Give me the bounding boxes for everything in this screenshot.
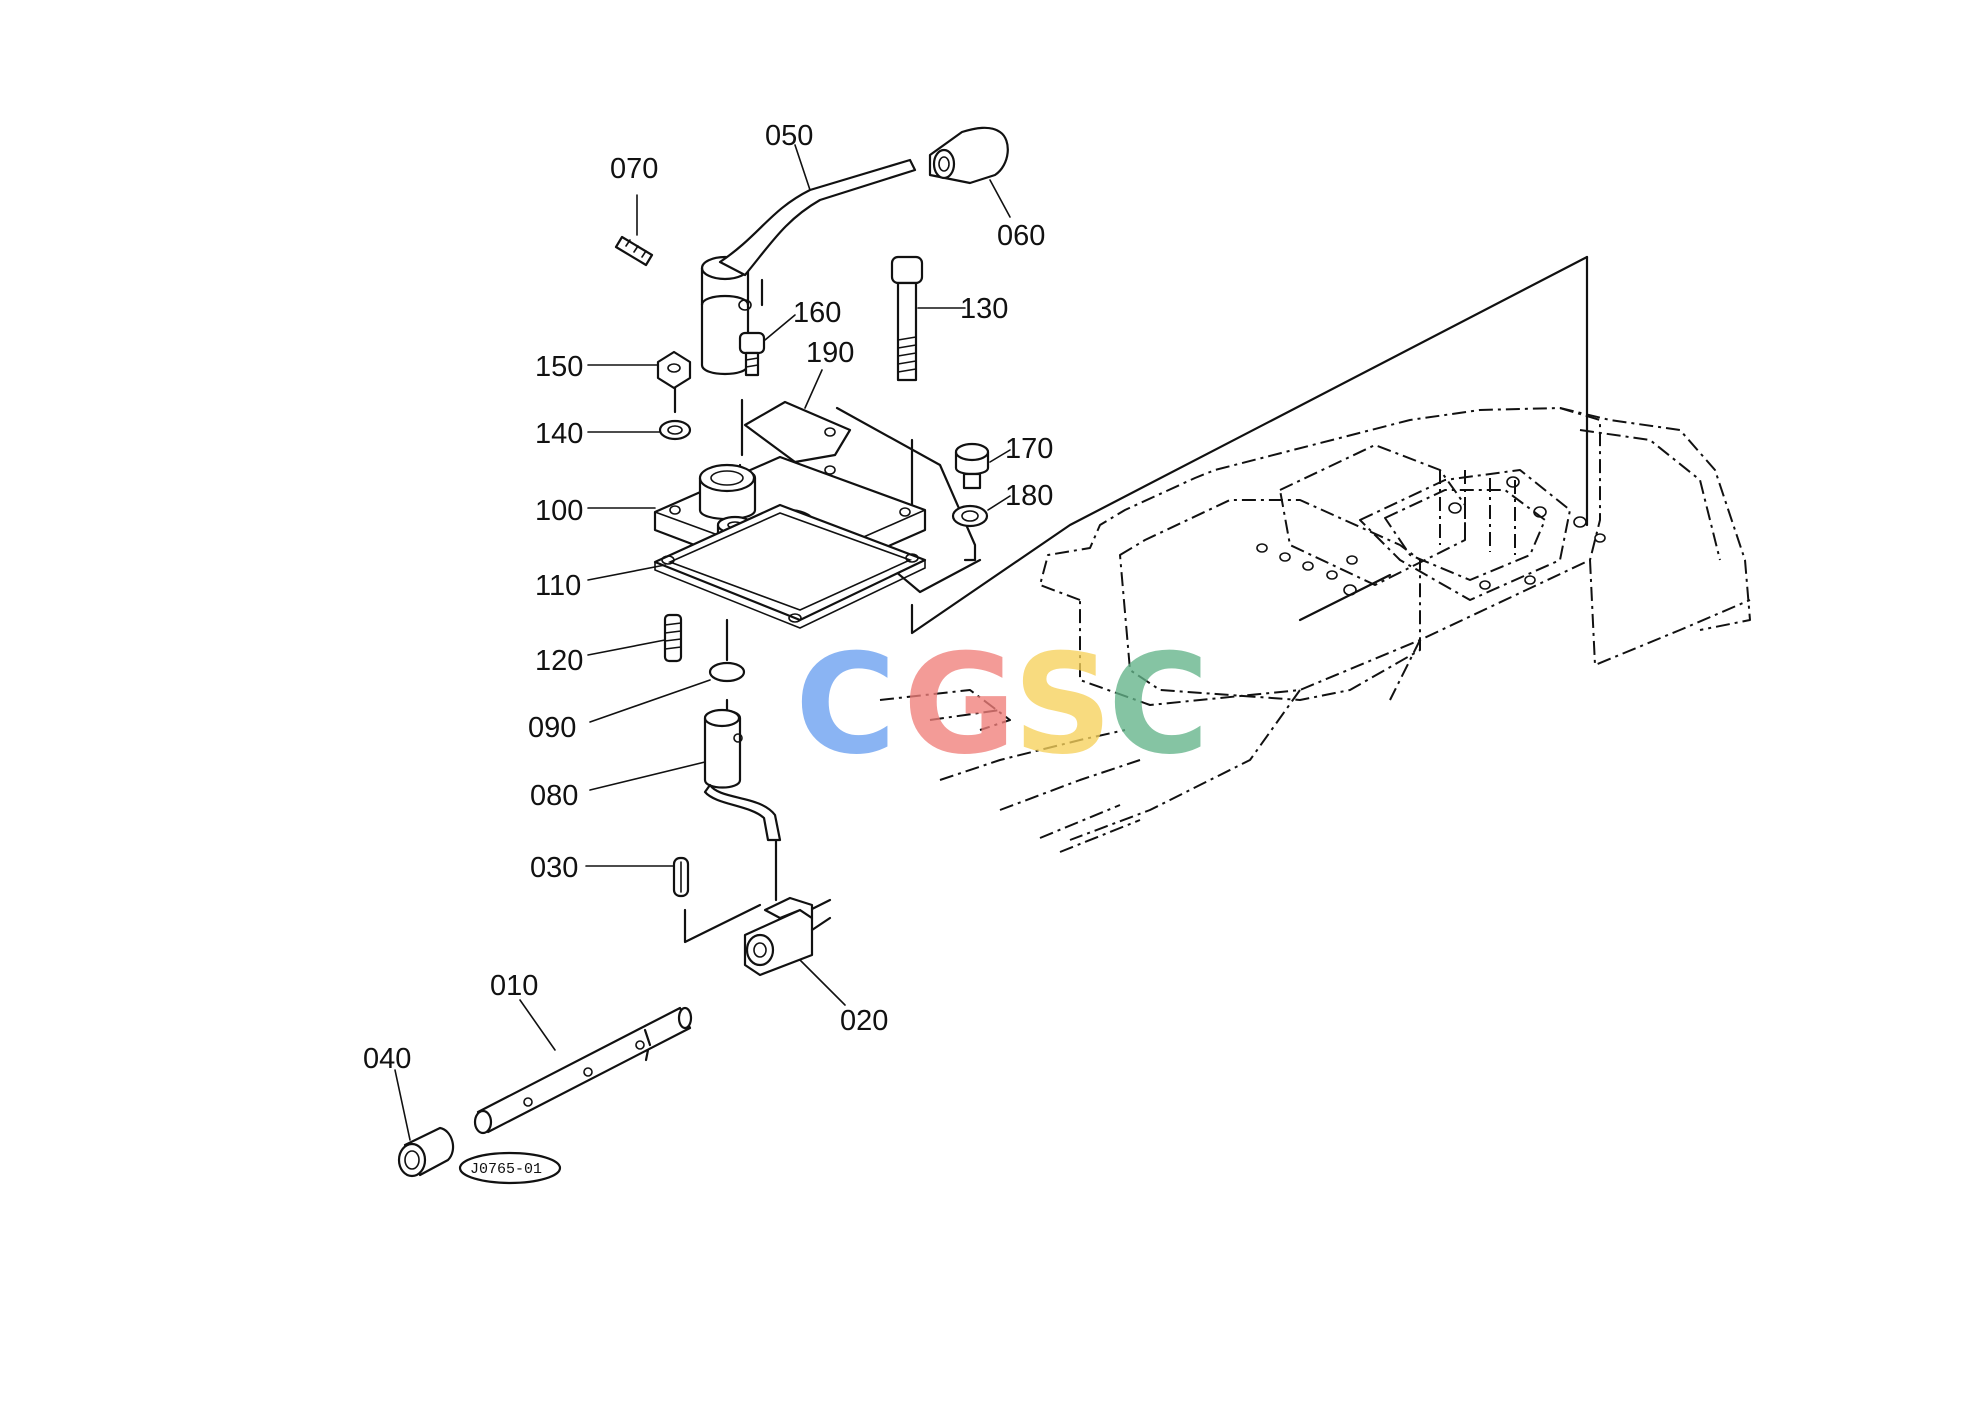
callout-060: 060 (997, 220, 1045, 252)
watermark-letter-3: S (1013, 624, 1112, 785)
callout-leaders (394, 144, 1011, 1141)
callout-050: 050 (765, 120, 813, 152)
part-020-shift-fork (743, 896, 832, 977)
part-060-lever-knob (928, 126, 1009, 185)
watermark: C G S C (795, 624, 1209, 785)
callout-020: 020 (840, 1005, 888, 1037)
callout-100: 100 (535, 495, 583, 527)
callout-190: 190 (806, 337, 854, 369)
callout-010: 010 (490, 970, 538, 1002)
callout-110: 110 (535, 570, 581, 602)
part-080-shift-arm (703, 708, 782, 842)
callout-090: 090 (528, 712, 576, 744)
part-120-stud (663, 613, 683, 663)
part-110-gasket (653, 503, 927, 629)
part-040-bushing (397, 1126, 455, 1178)
part-070-spring-pin (614, 235, 654, 267)
transmission-housing (879, 407, 1751, 853)
part-140-washer (658, 419, 692, 441)
callout-170: 170 (1005, 433, 1053, 465)
callout-140: 140 (535, 418, 583, 450)
callout-150: 150 (535, 351, 583, 383)
callout-040: 040 (363, 1043, 411, 1075)
callout-120: 120 (535, 645, 583, 677)
callout-130: 130 (960, 293, 1008, 325)
part-150-nut (656, 350, 692, 390)
callout-160: 160 (793, 297, 841, 329)
part-030-pin (672, 856, 690, 898)
callout-labels: 070 050 060 160 130 190 150 140 170 180 … (363, 120, 1053, 1075)
part-160-set-screw (738, 331, 766, 377)
part-130-long-bolt (890, 255, 924, 382)
part-090-o-ring (708, 661, 746, 683)
watermark-letter-1: C (795, 624, 896, 785)
part-010-shift-rod (473, 1006, 693, 1135)
watermark-letter-2: G (903, 624, 1016, 785)
callout-030: 030 (530, 852, 578, 884)
drawing-number: J0765-01 (470, 1161, 542, 1178)
part-050-shift-lever (700, 158, 917, 375)
watermark-letter-4: C (1108, 624, 1209, 785)
part-180-washer (951, 504, 989, 528)
callout-070: 070 (610, 153, 658, 185)
callout-180: 180 (1005, 480, 1053, 512)
part-170-plug (954, 442, 990, 490)
part-190-plate (743, 400, 852, 464)
callout-080: 080 (530, 780, 578, 812)
drawing-number-badge: J0765-01 (458, 1151, 562, 1185)
